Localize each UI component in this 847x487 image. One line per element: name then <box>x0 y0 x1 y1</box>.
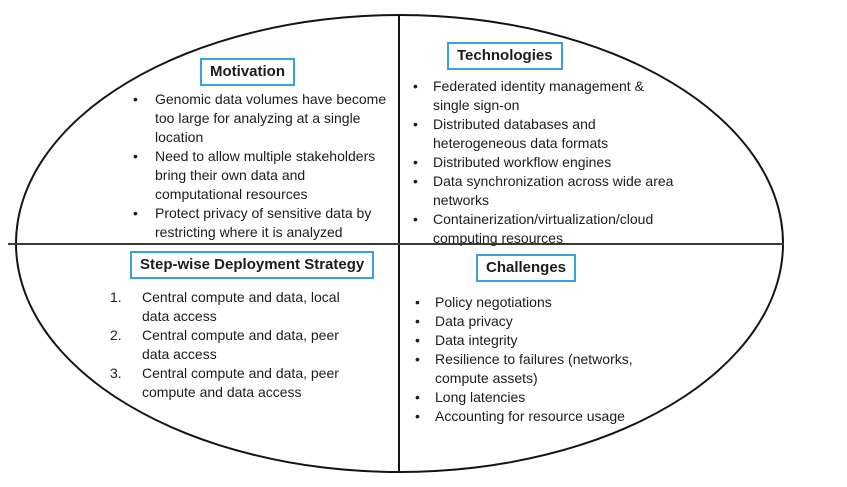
bullet-icon: • <box>133 91 138 107</box>
list-item: • Federated identity management & single … <box>413 77 678 115</box>
list-item-text: Data privacy <box>435 313 513 329</box>
bullet-icon: • <box>133 205 138 221</box>
list-item: 3. Central compute and data, peer compute… <box>110 364 390 402</box>
bullet-icon: • <box>413 154 418 170</box>
list-item-text: Resilience to failures (networks, comput… <box>435 351 633 386</box>
list-item: • Distributed databases and heterogeneous… <box>413 115 678 153</box>
quadrant-motivation: Motivation • Genomic data volumes have be… <box>133 58 393 242</box>
quadrant-item-list: 1. Central compute and data, local data a… <box>110 288 390 402</box>
list-item: • Genomic data volumes have become too la… <box>133 90 393 147</box>
bullet-icon: • <box>415 313 420 329</box>
list-item: 1. Central compute and data, local data a… <box>110 288 390 326</box>
list-item: 2. Central compute and data, peer data ac… <box>110 326 390 364</box>
quadrant-title-box: Challenges <box>476 254 577 282</box>
bullet-icon: • <box>413 116 418 132</box>
list-item-text: Containerization/virtualization/cloud co… <box>433 211 654 246</box>
list-item-text: Federated identity management & single s… <box>433 78 644 113</box>
list-item-text: Need to allow multiple stakeholders brin… <box>155 148 376 202</box>
list-item-text: Genomic data volumes have become too lar… <box>155 91 387 145</box>
list-item: • Accounting for resource usage <box>415 407 685 426</box>
bullet-icon: • <box>415 351 420 367</box>
bullet-icon: • <box>413 173 418 189</box>
bullet-icon: • <box>413 211 418 227</box>
quadrant-title-box: Motivation <box>200 58 295 86</box>
list-item: • Long latencies <box>415 388 685 407</box>
list-item: • Containerization/virtualization/cloud c… <box>413 210 678 248</box>
list-item: • Policy negotiations <box>415 293 685 312</box>
list-item-text: Data integrity <box>435 332 518 348</box>
quadrant-technologies: Technologies • Federated identity managem… <box>413 42 678 248</box>
bullet-icon: • <box>415 332 420 348</box>
horizontal-divider-line <box>8 243 784 245</box>
quadrant-challenges: Challenges • Policy negotiations • Data pri… <box>415 254 685 426</box>
list-item-text: Central compute and data, peer compute a… <box>142 365 339 400</box>
list-item: • Protect privacy of sensitive data by re… <box>133 204 393 242</box>
list-item: • Resilience to failures (networks, compu… <box>415 350 685 388</box>
list-item: • Data integrity <box>415 331 685 350</box>
number-marker: 2. <box>110 327 122 343</box>
bullet-icon: • <box>415 389 420 405</box>
number-marker: 3. <box>110 365 122 381</box>
bullet-icon: • <box>413 78 418 94</box>
quadrant-item-list: • Federated identity management & single … <box>413 77 678 248</box>
quadrant-title-box: Step-wise Deployment Strategy <box>130 251 375 279</box>
list-item-text: Distributed workflow engines <box>433 154 612 170</box>
list-item-text: Protect privacy of sensitive data by res… <box>155 205 372 240</box>
quadrant-item-list: • Genomic data volumes have become too la… <box>133 90 393 242</box>
list-item-text: Central compute and data, peer data acce… <box>142 327 339 362</box>
quadrant-title-box: Technologies <box>447 42 563 70</box>
number-marker: 1. <box>110 289 122 305</box>
bullet-icon: • <box>133 148 138 164</box>
list-item-text: Policy negotiations <box>435 294 552 310</box>
list-item: • Data privacy <box>415 312 685 331</box>
quadrant-deployment-strategy: Step-wise Deployment Strategy 1. Central … <box>110 251 390 402</box>
list-item-text: Central compute and data, local data acc… <box>142 289 340 324</box>
bullet-icon: • <box>415 294 420 310</box>
list-item: • Distributed workflow engines <box>413 153 678 172</box>
list-item: • Data synchronization across wide area n… <box>413 172 678 210</box>
list-item-text: Long latencies <box>435 389 526 405</box>
bullet-icon: • <box>415 408 420 424</box>
list-item-text: Data synchronization across wide area ne… <box>433 173 674 208</box>
quadrant-item-list: • Policy negotiations • Data privacy • Data i… <box>415 293 685 426</box>
list-item-text: Distributed databases and heterogeneous … <box>433 116 609 151</box>
list-item: • Need to allow multiple stakeholders bri… <box>133 147 393 204</box>
list-item-text: Accounting for resource usage <box>435 408 625 424</box>
